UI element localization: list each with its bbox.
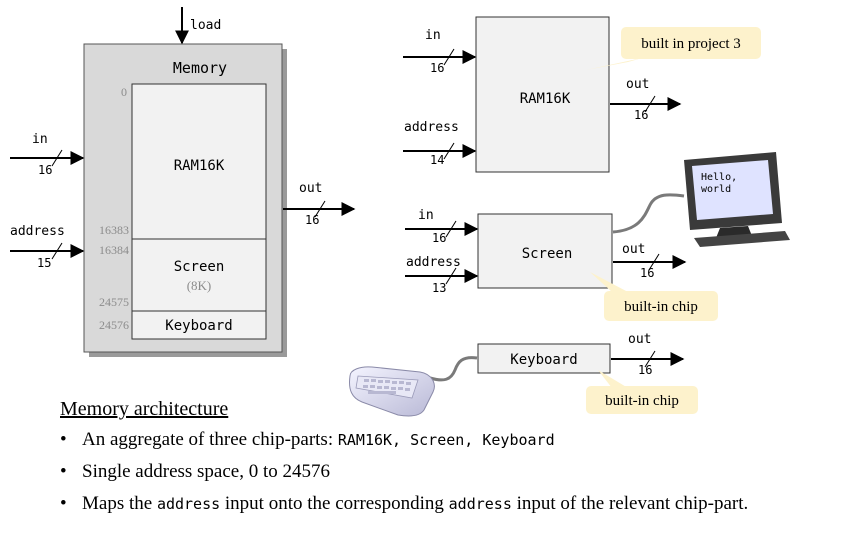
bullet-icon: • — [60, 429, 67, 450]
keyboard-callout: built-in chip — [586, 370, 698, 414]
memory-out-label: out — [299, 181, 322, 196]
monitor-icon: Hello, world — [684, 152, 790, 247]
ram16k-box — [475, 16, 610, 173]
memory-chip: Memory RAM16K Screen (8K) Keyboard 0 163… — [83, 43, 287, 357]
memory-title: Memory — [173, 59, 227, 77]
memory-ram-part — [131, 83, 267, 240]
bullet-3-text-c: input of the relevant chip-part. — [511, 493, 749, 514]
address-tick-16383: 16383 — [99, 223, 129, 237]
screen-out-label: out — [622, 242, 645, 257]
bullet-3-text-b: input onto the corresponding — [220, 493, 449, 514]
screen-callout-text: built-in chip — [624, 299, 698, 315]
ram16k-chip: RAM16K in 16 address 14 out 16 built in … — [403, 16, 761, 173]
ram16k-in-width: 16 — [430, 61, 444, 75]
keyboard-icon — [349, 366, 435, 417]
ram16k-callout-text: built in project 3 — [641, 36, 741, 52]
screen-callout: built-in chip — [590, 272, 718, 321]
memory-ram-label: RAM16K — [174, 158, 225, 174]
keyboard-label: Keyboard — [510, 352, 577, 368]
ram16k-callout: built in project 3 — [586, 27, 761, 70]
screen-in-width: 16 — [432, 231, 446, 245]
keyboard-box — [477, 343, 611, 374]
list-item: • An aggregate of three chip-parts: RAM1… — [60, 429, 840, 451]
bullet-1-code: RAM16K, Screen, Keyboard — [337, 431, 555, 449]
notes-list: • An aggregate of three chip-parts: RAM1… — [60, 429, 840, 515]
memory-out-output: out 16 — [283, 181, 356, 227]
memory-address-label: address — [10, 224, 65, 239]
ram16k-out-width: 16 — [634, 108, 648, 122]
list-item: • Maps the address input onto the corres… — [60, 493, 840, 515]
address-tick-24575: 24575 — [99, 295, 129, 309]
address-tick-0: 0 — [121, 85, 127, 99]
memory-screen-part — [131, 238, 267, 312]
ram16k-address-width: 14 — [430, 153, 444, 167]
memory-load-input: load — [175, 7, 221, 45]
bullet-3-text-a: Maps the — [82, 493, 157, 514]
memory-address-width: 15 — [37, 256, 51, 270]
monitor-text-line-1: Hello, — [701, 172, 737, 183]
bullet-2-text: Single address space, 0 to 24576 — [82, 461, 331, 482]
bullet-3-code-1: address — [156, 495, 221, 513]
screen-out-width: 16 — [640, 266, 654, 280]
screen-box — [477, 213, 613, 289]
memory-address-input: address 15 — [10, 224, 85, 270]
memory-in-label: in — [32, 132, 48, 147]
screen-address-label: address — [406, 255, 461, 270]
monitor-text-line-2: world — [701, 184, 731, 195]
keyboard-cable — [429, 356, 478, 382]
memory-keyboard-part — [131, 310, 267, 340]
keyboard-out-width: 16 — [638, 363, 652, 377]
ram16k-label: RAM16K — [520, 91, 571, 107]
bullet-1-text: An aggregate of three chip-parts: — [82, 429, 338, 450]
ram16k-address-label: address — [404, 120, 459, 135]
screen-label: Screen — [522, 246, 573, 262]
bullet-3-code-2: address — [448, 495, 512, 513]
keyboard-chip: Keyboard out 16 built-in chip — [349, 332, 698, 417]
memory-in-input: in 16 — [10, 132, 85, 177]
list-item: • Single address space, 0 to 24576 — [60, 461, 840, 483]
address-tick-24576: 24576 — [99, 318, 129, 332]
ram16k-in-label: in — [425, 28, 441, 43]
notes-section: Memory architecture • An aggregate of th… — [60, 398, 840, 525]
screen-chip: Screen in 16 address 13 out 16 built-in … — [405, 152, 790, 321]
bullet-icon: • — [60, 493, 67, 514]
memory-in-width: 16 — [38, 163, 52, 177]
keyboard-out-label: out — [628, 332, 651, 347]
monitor-cable — [612, 193, 685, 234]
notes-heading: Memory architecture — [60, 398, 229, 420]
bullet-icon: • — [60, 461, 67, 482]
ram16k-out-label: out — [626, 77, 649, 92]
memory-screen-label: Screen — [174, 259, 225, 275]
load-label: load — [190, 18, 221, 33]
keyboard-callout-text: built-in chip — [605, 393, 679, 409]
screen-address-width: 13 — [432, 281, 446, 295]
memory-out-width: 16 — [305, 213, 319, 227]
address-tick-16384: 16384 — [99, 243, 129, 257]
memory-keyboard-label: Keyboard — [165, 318, 232, 334]
screen-in-label: in — [418, 208, 434, 223]
memory-screen-sub: (8K) — [187, 278, 212, 293]
